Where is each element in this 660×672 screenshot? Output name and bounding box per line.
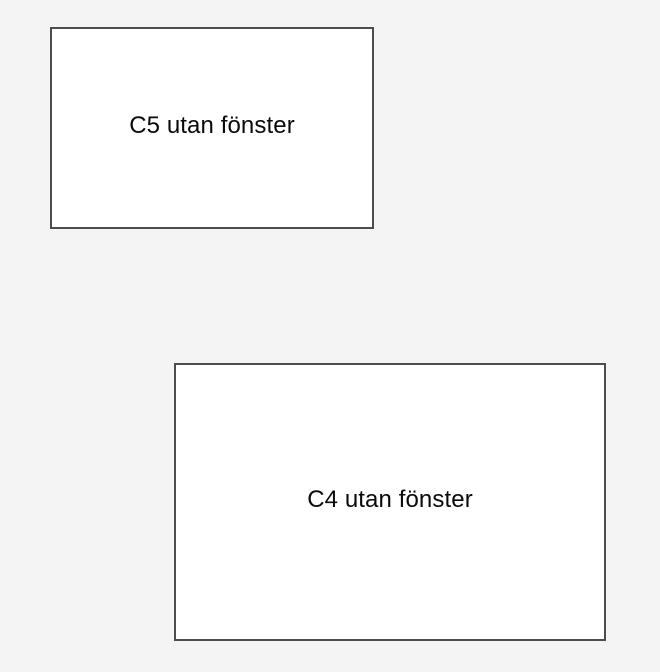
diagram-node-c5-label: C5 utan fönster [129, 111, 295, 139]
diagram-node-c4[interactable]: C4 utan fönster [174, 363, 609, 644]
diagram-node-c5[interactable]: C5 utan fönster [50, 27, 377, 232]
diagram-node-c4-label: C4 utan fönster [307, 485, 473, 513]
